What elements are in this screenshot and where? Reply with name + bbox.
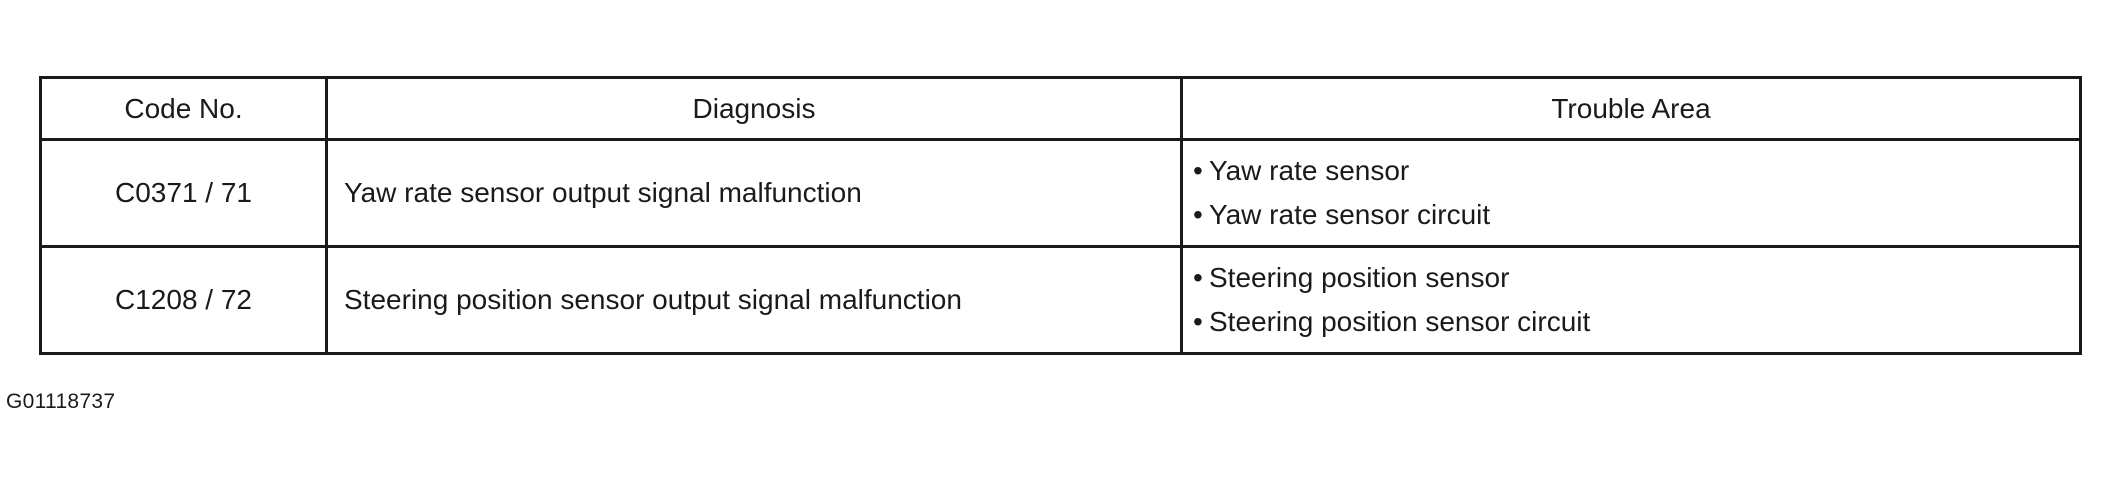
diagnosis-cell: Yaw rate sensor output signal malfunctio… <box>325 138 1183 248</box>
trouble-area-cell: •Yaw rate sensor •Yaw rate sensor circui… <box>1180 138 2082 248</box>
table-header-row: Code No. Diagnosis Trouble Area <box>39 76 2082 141</box>
table-row: C1208 / 72 Steering position sensor outp… <box>39 245 2082 355</box>
trouble-area-text: Steering position sensor <box>1209 262 1510 293</box>
table-row: C0371 / 71 Yaw rate sensor output signal… <box>39 138 2082 248</box>
bullet-icon: • <box>1193 199 1203 230</box>
code-cell: C1208 / 72 <box>39 245 328 355</box>
bullet-icon: • <box>1193 262 1203 293</box>
diagnosis-cell: Steering position sensor output signal m… <box>325 245 1183 355</box>
diagnostic-code-table-container: Code No. Diagnosis Trouble Area C0371 / … <box>39 76 2082 355</box>
trouble-area-item: •Yaw rate sensor circuit <box>1193 193 2079 237</box>
trouble-area-item: •Yaw rate sensor <box>1193 149 2079 193</box>
trouble-area-text: Yaw rate sensor circuit <box>1209 199 1491 230</box>
trouble-area-item: •Steering position sensor <box>1193 256 2079 300</box>
header-trouble-area: Trouble Area <box>1180 76 2082 141</box>
header-diagnosis: Diagnosis <box>325 76 1183 141</box>
trouble-area-item: •Steering position sensor circuit <box>1193 300 2079 344</box>
bullet-icon: • <box>1193 155 1203 186</box>
code-cell: C0371 / 71 <box>39 138 328 248</box>
bullet-icon: • <box>1193 306 1203 337</box>
trouble-area-cell: •Steering position sensor •Steering posi… <box>1180 245 2082 355</box>
trouble-area-text: Steering position sensor circuit <box>1209 306 1591 337</box>
header-code-no: Code No. <box>39 76 328 141</box>
figure-id-label: G01118737 <box>6 390 116 413</box>
diagnostic-code-table: Code No. Diagnosis Trouble Area C0371 / … <box>39 76 2082 355</box>
trouble-area-text: Yaw rate sensor <box>1209 155 1410 186</box>
